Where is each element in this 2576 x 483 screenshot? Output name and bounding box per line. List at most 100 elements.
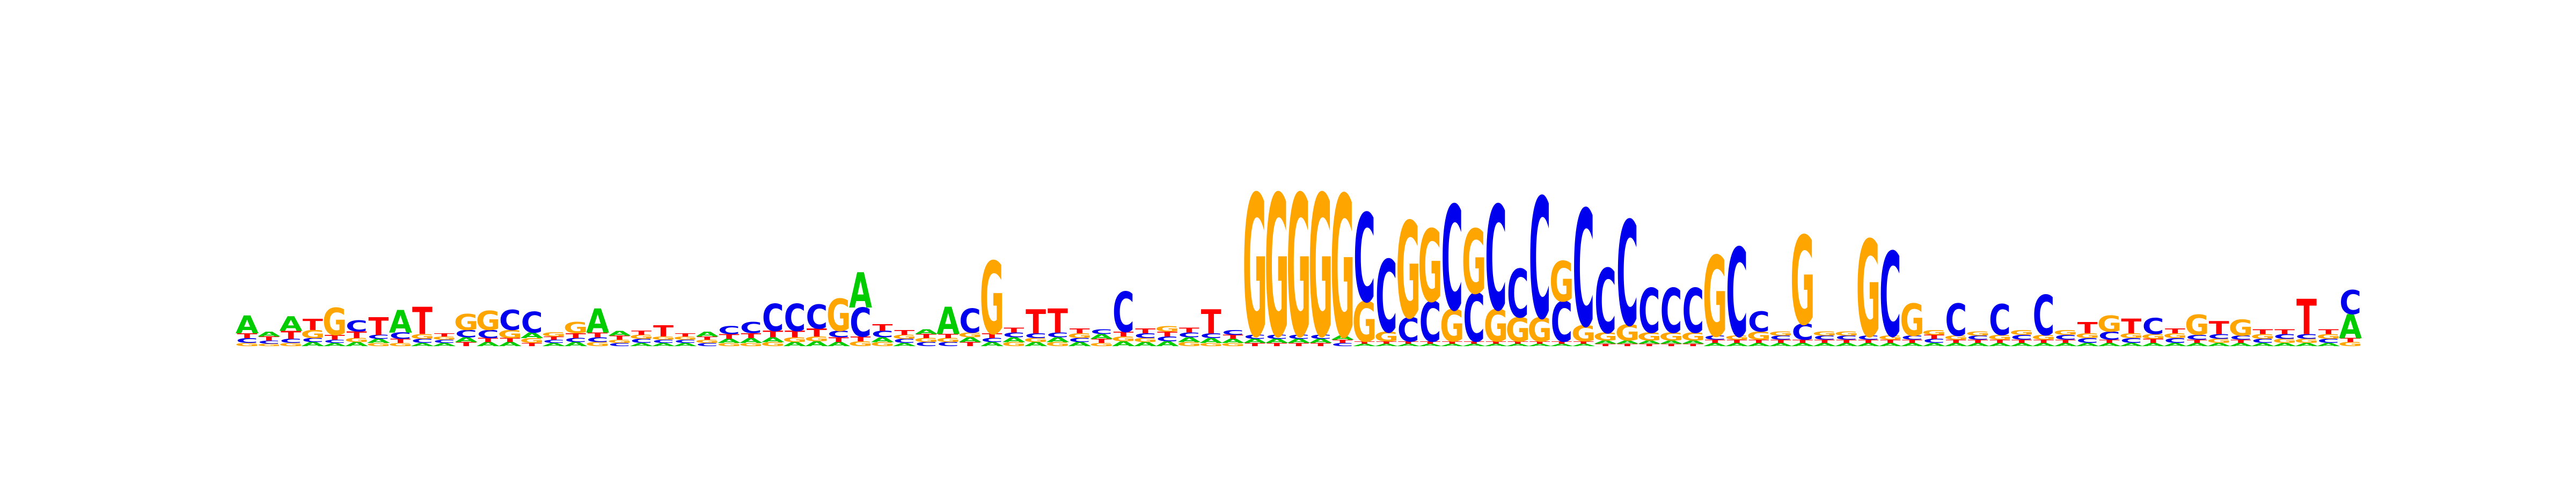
logo-letter-C: C [2296,333,2318,340]
logo-letter-A: A [2010,342,2033,348]
logo-letter-T: T [2143,338,2164,345]
logo-letter-T: T [1989,339,2010,345]
logo-letter-C: C [872,329,894,339]
logo-letter-C: C [455,328,477,340]
logo-letter-C: C [1507,255,1529,333]
logo-letter-A: A [1506,343,1530,347]
logo-letter-A: A [1199,337,1223,345]
logo-letter-T: T [2165,327,2186,335]
logo-letter-G: G [1856,214,1881,368]
logo-letter-G: G [1900,295,1924,346]
logo-letter-A: A [827,341,850,348]
logo-letter-A: A [389,305,412,340]
logo-letter-G: G [541,332,566,338]
logo-letter-T: T [2099,339,2120,345]
logo-letter-C: C [587,336,609,343]
logo-letter-A: A [1616,340,1639,345]
logo-letter-T: T [1464,341,1484,345]
logo-letter-T: T [2077,319,2098,337]
logo-letter-G: G [454,310,479,335]
logo-letter-A: A [1813,342,1836,348]
logo-letter-C: C [2274,333,2296,340]
logo-letter-A: A [1572,343,1596,347]
logo-letter-T: T [2318,328,2339,335]
logo-letter-C: C [1463,280,1485,357]
logo-letter-A: A [1309,338,1332,345]
logo-letter-C: C [368,334,390,340]
logo-letter-A: A [696,331,719,338]
logo-letter-G: G [1001,341,1026,348]
logo-letter-A: A [433,342,456,348]
logo-letter-G: G [2185,309,2209,341]
logo-letter-T: T [829,336,850,343]
logo-letter-C: C [1551,290,1573,354]
logo-letter-T: T [1267,342,1287,348]
logo-letter-G: G [914,337,939,343]
logo-letter-T: T [566,332,587,340]
logo-letter-T: T [1179,326,1200,334]
logo-letter-C: C [1792,319,1814,345]
logo-letter-G: G [1440,301,1465,352]
logo-letter-G: G [1966,331,1990,337]
logo-letter-C: C [2076,337,2098,345]
logo-letter-C: C [2164,337,2186,345]
logo-letter-C: C [2120,337,2142,345]
logo-letter-G: G [892,334,917,340]
logo-letter-A: A [2032,342,2055,348]
logo-letter-A: A [1835,342,1858,348]
logo-letter-C: C [1157,335,1179,343]
logo-letter-A: A [1528,343,1552,347]
logo-letter-G: G [1111,335,1136,343]
logo-letter-A: A [674,342,697,348]
logo-letter-T: T [1946,339,1966,345]
logo-letter-G: G [608,339,632,345]
logo-letter-C: C [784,296,806,340]
logo-letter-A: A [411,342,434,348]
logo-letter-T: T [1420,341,1440,345]
logo-letter-A: A [1287,338,1310,345]
logo-letter-C: C [2317,338,2339,345]
logo-letter-G: G [1418,209,1443,325]
logo-letter-A: A [762,336,785,343]
logo-letter-T: T [1529,341,1550,345]
logo-letter-C: C [806,298,828,336]
logo-letter-C: C [499,304,521,336]
logo-letter-G: G [388,342,413,348]
logo-letter-C: C [1726,223,1748,364]
logo-letter-C: C [740,319,762,337]
logo-letter-T: T [2055,339,2076,345]
logo-letter-T: T [434,333,455,338]
logo-letter-A: A [718,338,741,345]
logo-letter-G: G [498,328,523,341]
logo-letter-C: C [1901,335,1923,341]
logo-letter-G: G [1790,211,1815,353]
logo-letter-G: G [476,306,501,336]
logo-letter-T: T [2296,289,2317,346]
logo-letter-C: C [1309,334,1331,340]
logo-letter-T: T [1968,339,1988,345]
logo-letter-A: A [1134,341,1157,348]
logo-letter-G: G [1352,290,1377,354]
